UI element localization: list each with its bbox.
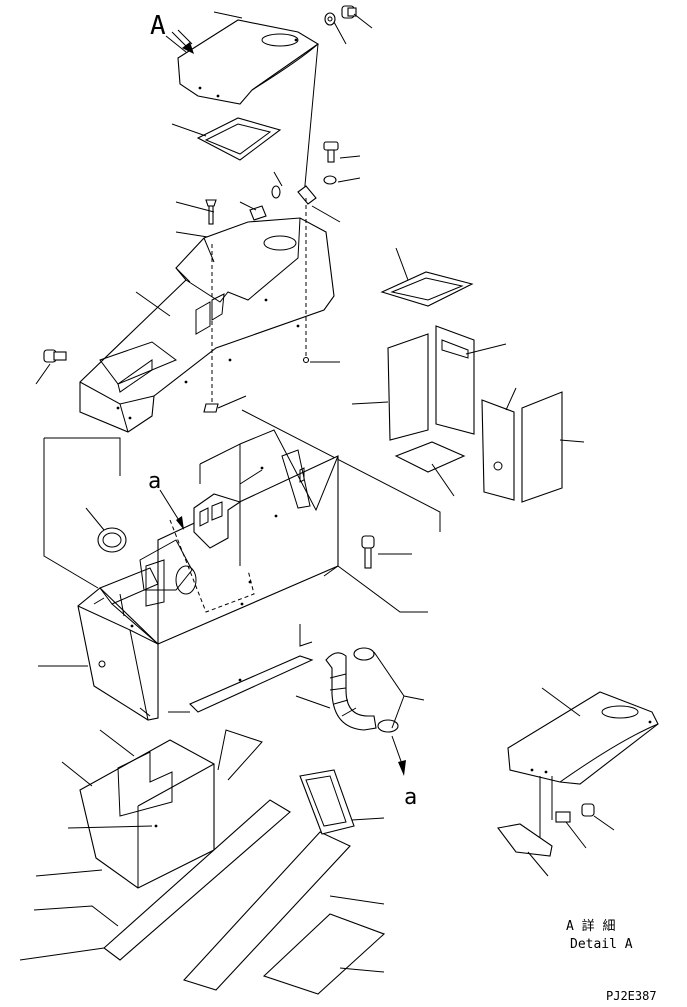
insulation-sheet-part — [183, 831, 351, 991]
hose-clamp-part — [353, 647, 375, 661]
detail-a-japanese-label: A 詳 細 — [566, 918, 615, 934]
bolt-part — [323, 141, 339, 163]
reference-a-upper-label: a — [148, 469, 161, 494]
hose-clamp-part — [377, 719, 399, 733]
view-arrow-icon — [165, 29, 194, 54]
insulation-panel-part — [521, 391, 563, 503]
bolt-part — [361, 535, 375, 569]
washer-part — [324, 12, 336, 26]
floor-pad-part — [394, 441, 466, 473]
insulation-panel-part — [387, 333, 429, 441]
mat-pad-part — [196, 117, 282, 161]
grommet-ring-part — [97, 527, 127, 553]
screw-part — [205, 199, 217, 225]
detail-a-cover-part — [507, 691, 659, 785]
lower-console-box-part — [77, 429, 339, 721]
detail-a-english-label: Detail A — [570, 937, 633, 952]
hose-part — [325, 652, 377, 731]
upper-console-part — [79, 217, 335, 433]
frame-pad-part — [299, 769, 355, 835]
insulation-panel-part — [481, 399, 515, 501]
insulation-panel-part — [435, 325, 475, 435]
view-a-label: A — [150, 11, 166, 41]
washer-part — [323, 175, 337, 185]
bolt-part — [43, 349, 67, 363]
insulation-sheet-part — [79, 739, 215, 889]
bolt-part — [341, 5, 357, 19]
clip-part — [555, 811, 571, 823]
washer-part — [271, 185, 281, 199]
bracket-part — [497, 823, 553, 857]
reference-a-lower-label: a — [404, 785, 417, 810]
top-cover-part — [177, 19, 320, 105]
bolt-part — [581, 803, 595, 817]
drawing-code-label: PJ2E387 — [606, 989, 657, 1003]
frame-pad-part — [380, 271, 474, 307]
floor-pad-part — [262, 913, 386, 995]
insulation-sheet-part — [103, 799, 291, 961]
clip-part — [297, 185, 317, 205]
